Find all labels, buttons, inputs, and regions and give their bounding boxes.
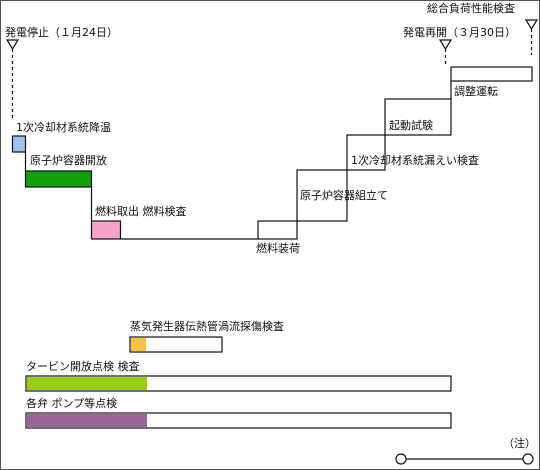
sg-inspection-bar	[129, 336, 223, 353]
sg-inspection-fill	[131, 338, 146, 351]
note-label: （注）	[503, 436, 536, 450]
stop-marker-icon	[5, 39, 20, 51]
vessel-open-bar	[24, 170, 93, 188]
note-end-circle-icon	[522, 453, 534, 465]
turbine-inspection-fill	[27, 377, 147, 390]
cooldown-label: 1次冷却材系統降温	[16, 120, 111, 134]
fuel-loading-bar	[257, 220, 298, 240]
adjust-operation-label: 調整運転	[454, 84, 498, 98]
leak-test-bar	[346, 134, 386, 171]
fuel-removal-bar	[90, 220, 122, 240]
valve-pump-inspection-label: 各弁 ポンプ等点検	[26, 396, 117, 410]
cooldown-bar	[11, 135, 27, 153]
milestone-stop-label: 発電停止（１月24日）	[5, 25, 118, 39]
restart-marker-icon	[438, 39, 453, 51]
milestone-final-inspection-label: 総合負荷性能検査	[427, 1, 515, 15]
startup-test-label: 起動試験	[389, 118, 433, 132]
milestone-restart-label: 発電再開（３月30日）	[403, 25, 516, 39]
sg-inspection-label: 蒸気発生器伝熱管渦流探傷検査	[130, 319, 284, 333]
leak-test-label: 1次冷却材系統漏えい検査	[351, 153, 479, 167]
note-start-circle-icon	[395, 453, 407, 465]
vessel-open-label: 原子炉容器開放	[30, 153, 107, 167]
final-inspection-marker-icon	[524, 19, 539, 31]
adjust-operation-bar	[450, 66, 533, 82]
fuel-removal-label: 燃料取出 燃料検査	[95, 204, 187, 218]
turbine-inspection-label: タービン開放点検 検査	[26, 359, 140, 373]
valve-pump-inspection-fill	[27, 414, 147, 427]
vessel-assembly-label: 原子炉容器組立て	[300, 188, 388, 202]
fuel-loading-label: 燃料装荷	[256, 241, 300, 255]
startup-test-bar	[384, 98, 452, 136]
vessel-assembly-bar	[296, 169, 348, 222]
